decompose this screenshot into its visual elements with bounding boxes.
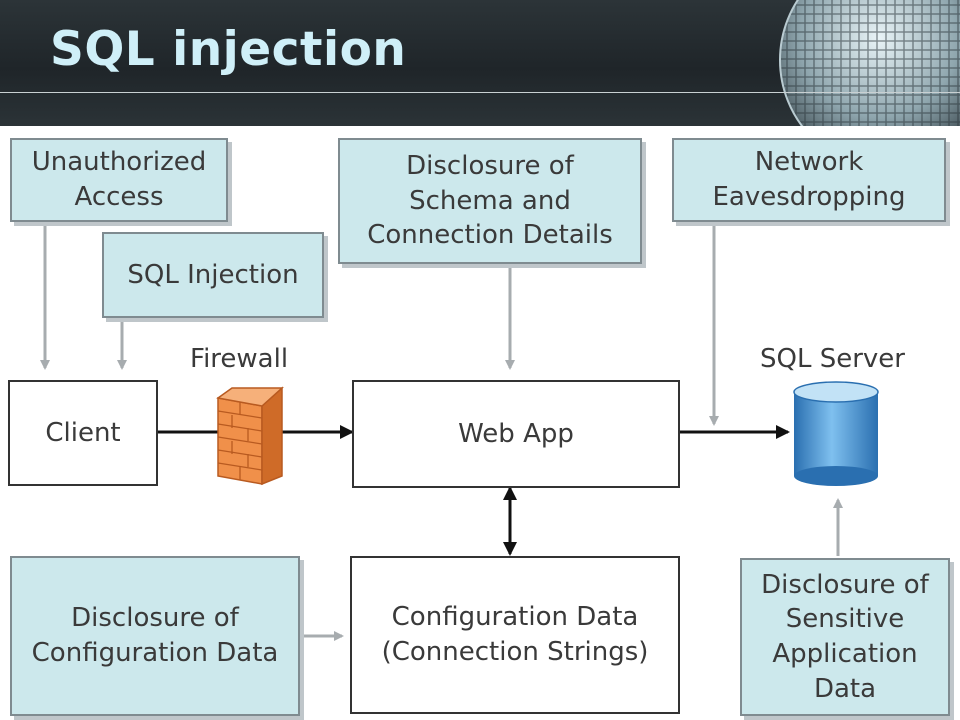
- database-icon: [793, 381, 879, 486]
- component-web-app: Web App: [352, 380, 680, 488]
- connector-layer: [40, 222, 879, 641]
- threat-disclosure-config: Disclosure of Configuration Data: [10, 556, 300, 716]
- threat-sql-injection: SQL Injection: [102, 232, 324, 318]
- threat-label: Disclosure of Schema and Connection Deta…: [367, 151, 613, 251]
- component-label: Client: [45, 417, 121, 448]
- threat-label: Disclosure of Sensitive Application Data: [761, 569, 929, 704]
- firewall-label: Firewall: [190, 344, 289, 374]
- component-label: Configuration Data (Connection Strings): [381, 602, 649, 667]
- globe-icon: [779, 0, 960, 126]
- header-banner: SQL injection: [0, 0, 960, 126]
- firewall-icon: [216, 386, 284, 486]
- threat-network-eavesdropping: Network Eavesdropping: [672, 138, 946, 222]
- page-title: SQL injection: [50, 22, 407, 77]
- threat-unauthorized-access: Unauthorized Access: [10, 138, 228, 222]
- threat-disclosure-sensitive: Disclosure of Sensitive Application Data: [740, 558, 950, 716]
- header-divider: [0, 92, 960, 93]
- threat-label: Unauthorized Access: [31, 147, 207, 212]
- threat-label: Network Eavesdropping: [712, 147, 906, 212]
- threat-label: Disclosure of Configuration Data: [31, 603, 279, 668]
- component-configuration-data: Configuration Data (Connection Strings): [350, 556, 680, 714]
- sql-server-label: SQL Server: [760, 344, 905, 374]
- threat-disclosure-schema: Disclosure of Schema and Connection Deta…: [338, 138, 642, 264]
- component-client: Client: [8, 380, 158, 486]
- threat-label: SQL Injection: [127, 259, 299, 290]
- architecture-diagram: Unauthorized Access SQL Injection Disclo…: [0, 126, 960, 720]
- component-label: Web App: [458, 418, 574, 449]
